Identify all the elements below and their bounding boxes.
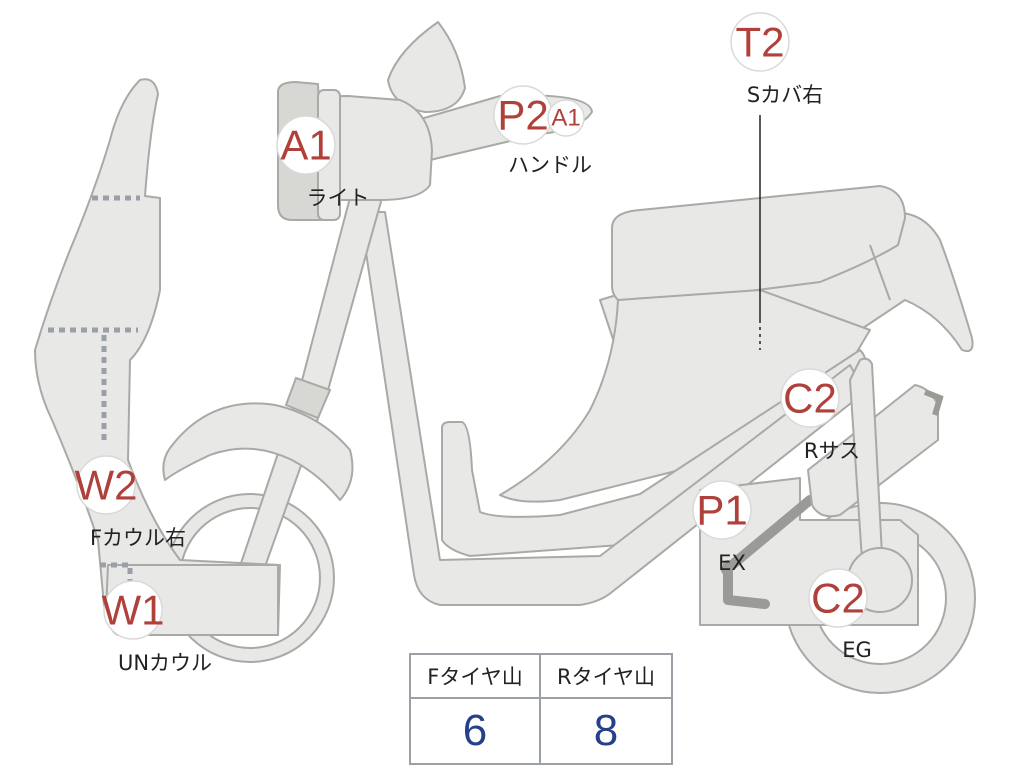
grade-code: C2 bbox=[783, 375, 837, 422]
marker-w2-front-cowl-right[interactable]: W2 Fカウル右 bbox=[75, 455, 187, 550]
grade-code: A1 bbox=[280, 122, 331, 169]
grade-circle-small bbox=[547, 99, 585, 137]
rear-tire-header: Rタイヤ山 bbox=[541, 655, 671, 699]
grade-code-secondary: A1 bbox=[551, 105, 580, 132]
part-label: Sカバ右 bbox=[747, 83, 823, 107]
part-label: Fカウル右 bbox=[90, 526, 186, 550]
marker-w1-under-cowl[interactable]: W1 UNカウル bbox=[102, 580, 213, 675]
grade-code: W1 bbox=[102, 587, 165, 634]
body-panel bbox=[499, 289, 871, 503]
grade-code: C2 bbox=[811, 575, 865, 622]
rear-tire-value: 8 bbox=[593, 706, 619, 755]
grade-code: P1 bbox=[696, 487, 747, 534]
marker-p2-handle[interactable]: P2 A1 ハンドル bbox=[493, 85, 592, 177]
part-label: EX bbox=[718, 551, 746, 575]
marker-t2-side-cover-right[interactable]: T2 Sカバ右 bbox=[730, 12, 823, 107]
grade-circle bbox=[808, 568, 868, 628]
part-label: UNカウル bbox=[118, 651, 212, 675]
marker-p1-exhaust[interactable]: P1 EX bbox=[692, 480, 752, 575]
part-label: ハンドル bbox=[508, 153, 592, 177]
grade-circle bbox=[103, 580, 163, 640]
grade-code: W2 bbox=[75, 462, 138, 509]
front-fender bbox=[162, 402, 354, 501]
grade-circle bbox=[730, 12, 790, 72]
front-tire-value: 6 bbox=[411, 699, 541, 763]
marker-c2-rear-suspension[interactable]: C2 Rサス bbox=[780, 368, 860, 463]
grade-circle bbox=[76, 455, 136, 515]
front-tire-header: Fタイヤ山 bbox=[411, 655, 541, 699]
grade-circle bbox=[780, 368, 840, 428]
tire-tread-table: Fタイヤ山 Rタイヤ山 6 8 bbox=[409, 653, 673, 765]
part-label: EG bbox=[842, 638, 872, 662]
exhaust-pipe bbox=[721, 495, 815, 609]
windscreen bbox=[387, 21, 466, 113]
part-label: Rサス bbox=[804, 439, 860, 463]
part-label: ライト bbox=[307, 186, 370, 210]
grade-code: P2 bbox=[497, 92, 548, 139]
grade-circle bbox=[276, 115, 336, 175]
grade-code: T2 bbox=[735, 19, 784, 66]
grade-circle bbox=[692, 480, 752, 540]
marker-c2-engine[interactable]: C2 EG bbox=[808, 568, 872, 662]
marker-a1-light[interactable]: A1 ライト bbox=[276, 115, 370, 210]
